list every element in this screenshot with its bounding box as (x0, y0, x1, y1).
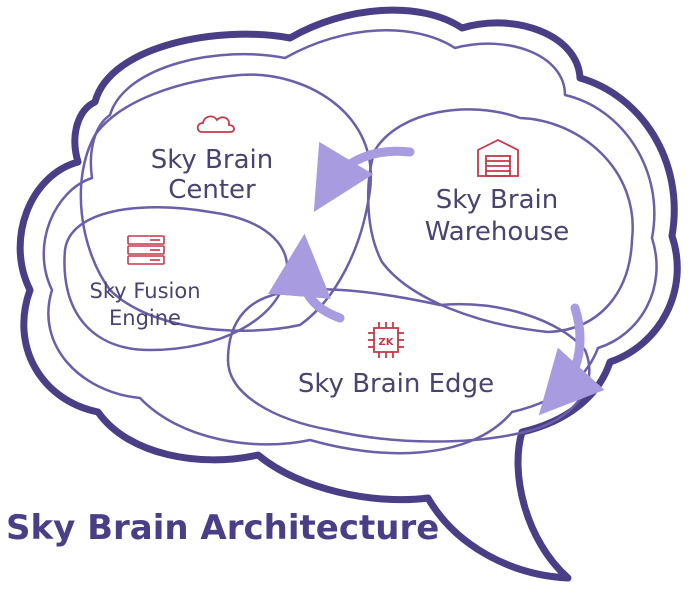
page-title: Sky Brain Architecture (6, 508, 440, 548)
center-label-line1: Sky Brain (151, 145, 273, 175)
warehouse-lobe-outline (366, 108, 634, 334)
cloud-icon (196, 115, 235, 133)
edge-lobe-outline (226, 288, 591, 443)
fusion-label-line1: Sky Fusion (89, 279, 200, 303)
center-label-line2: Center (168, 175, 256, 205)
server-rack-icon (127, 235, 165, 265)
warehouse-label-line2: Warehouse (425, 217, 570, 247)
fusion-label-line2: Engine (109, 306, 181, 330)
brain-outer-outline (16, 6, 681, 582)
chip-text: ZK (379, 337, 395, 348)
warehouse-icon (477, 138, 519, 177)
chip-icon (368, 322, 404, 358)
arrow-warehouse-to-center (313, 141, 415, 213)
warehouse-label-line1: Sky Brain (436, 185, 558, 215)
edge-label: Sky Brain Edge (298, 369, 494, 399)
arrow-edge-to-center (268, 233, 345, 323)
arrow-warehouse-to-edge (538, 303, 605, 416)
